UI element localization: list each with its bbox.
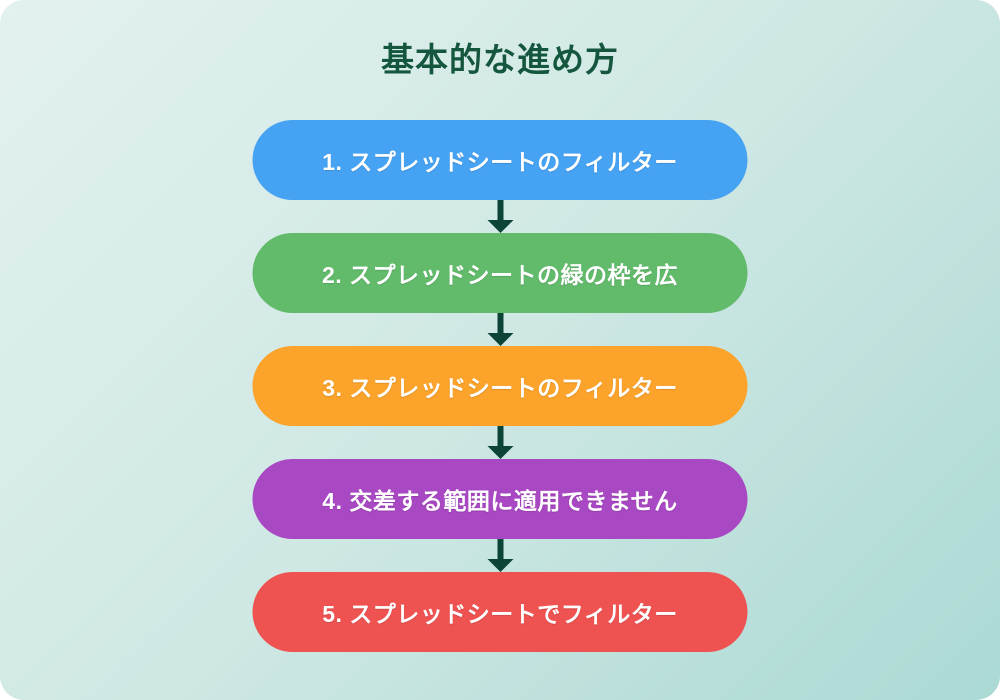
flow-steps: 1. スプレッドシートのフィルター 2. スプレッドシートの緑の枠を広 3. ス… xyxy=(252,120,748,652)
step-2-node: 2. スプレッドシートの緑の枠を広 xyxy=(252,233,748,313)
step-5-node: 5. スプレッドシートでフィルター xyxy=(252,572,748,652)
step-5-label: 5. スプレッドシートでフィルター xyxy=(322,601,678,627)
arrow-down-icon xyxy=(487,539,513,572)
arrow-down-icon xyxy=(487,313,513,346)
arrow-down-icon xyxy=(487,426,513,459)
step-1-node: 1. スプレッドシートのフィルター xyxy=(252,120,748,200)
step-2-label: 2. スプレッドシートの緑の枠を広 xyxy=(321,262,679,288)
arrow-down-icon xyxy=(487,200,513,233)
diagram-title: 基本的な進め方 xyxy=(381,41,619,78)
step-4-label: 4. 交差する範囲に適用できません xyxy=(322,488,678,514)
step-1-label: 1. スプレッドシートのフィルター xyxy=(322,149,678,175)
step-4-node: 4. 交差する範囲に適用できません xyxy=(252,459,748,539)
step-3-node: 3. スプレッドシートのフィルター xyxy=(252,346,748,426)
step-3-label: 3. スプレッドシートのフィルター xyxy=(322,375,678,401)
